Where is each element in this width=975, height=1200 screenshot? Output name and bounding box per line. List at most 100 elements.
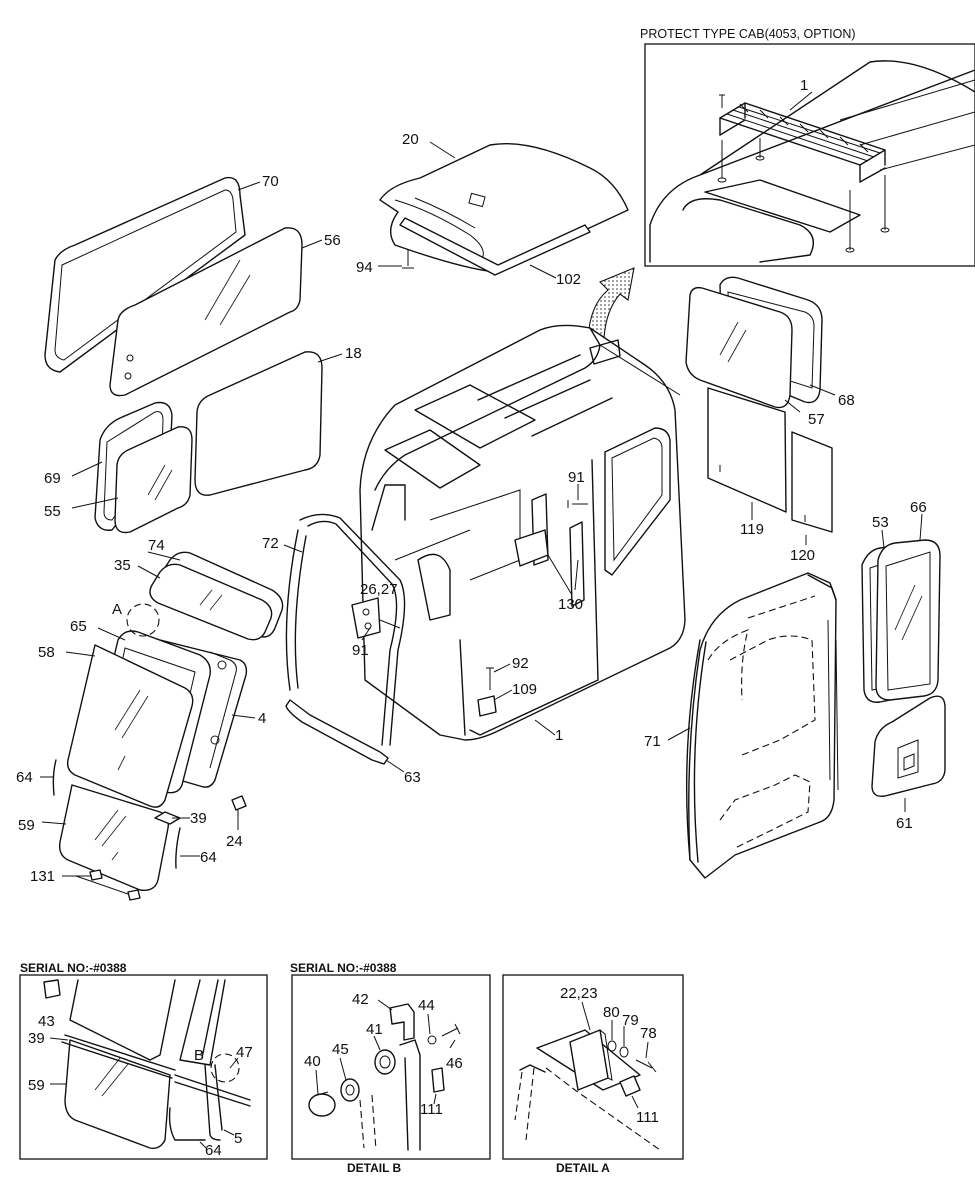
detail-a-marker: A: [112, 601, 122, 618]
callout-64-right: 64: [200, 849, 217, 866]
stopper-131-a: [89, 869, 103, 881]
callout-71: 71: [644, 733, 661, 750]
seals-72-63: 72 63: [262, 513, 421, 786]
washer-45: [340, 1078, 360, 1102]
serial-mid-title: SERIAL NO:-#0388: [290, 961, 397, 975]
glass-57: [685, 286, 793, 409]
detail-a-inset: 22,23 80 79 78 111 DETAIL A: [502, 974, 684, 1175]
glass-59-inset: [64, 1039, 171, 1150]
glass-58: [66, 644, 194, 808]
panel-119: [707, 387, 787, 513]
callout-130: 130: [558, 596, 583, 613]
roof-hatch: [414, 384, 536, 449]
callout-92: 92: [512, 655, 529, 672]
callout-131: 131: [30, 868, 55, 885]
callout-b46: 46: [446, 1055, 463, 1072]
callout-66: 66: [910, 499, 927, 516]
callout-a80: 80: [603, 1004, 620, 1021]
callout-a111: 111: [636, 1109, 659, 1126]
callout-20: 20: [402, 131, 419, 148]
protect-cab-inset: PROTECT TYPE CAB(4053, OPTION) 1: [640, 27, 975, 267]
callout-26-27: 26,27: [360, 581, 398, 598]
stopper-42: [389, 1003, 415, 1041]
stopper-131-b: [127, 889, 141, 901]
washer-80: [607, 1040, 617, 1052]
callout-58: 58: [38, 644, 55, 661]
callout-b111: 111: [420, 1101, 443, 1118]
callout-57: 57: [808, 411, 825, 428]
serial-inset-mid-detail-b: SERIAL NO:-#0388 42 44 46 41 45 40 111 D…: [290, 961, 491, 1175]
callout-91-upper: 91: [568, 469, 585, 486]
callout-protect-1: 1: [800, 77, 808, 94]
serial-left-frame: [19, 974, 268, 1160]
callout-s59: 59: [28, 1077, 45, 1094]
seal-63: [285, 699, 389, 765]
callout-24: 24: [226, 833, 243, 850]
callout-63: 63: [404, 769, 421, 786]
callout-1: 1: [555, 727, 563, 744]
callout-53: 53: [872, 514, 889, 531]
glass-55: [114, 426, 193, 534]
seal-72: [285, 513, 406, 746]
inset-pointer-arrow: [587, 267, 635, 339]
callout-a79: 79: [622, 1012, 639, 1029]
handle-130-b: [569, 521, 585, 607]
callout-4: 4: [258, 710, 266, 727]
callout-69: 69: [44, 470, 61, 487]
callout-b40: 40: [304, 1053, 321, 1070]
bracket-22-23: [569, 1029, 609, 1091]
cab-shell: [359, 324, 686, 741]
callout-59: 59: [18, 817, 35, 834]
callout-s43: 43: [38, 1013, 55, 1030]
callout-39: 39: [190, 810, 207, 827]
callout-70: 70: [262, 173, 279, 190]
washer-79: [619, 1046, 629, 1058]
glass-35: [149, 563, 273, 641]
callout-72: 72: [262, 535, 279, 552]
strip-39-inset: [61, 1034, 176, 1079]
protect-cab-roof-outline: [649, 60, 975, 263]
callout-s39: 39: [28, 1030, 45, 1047]
glass-18: [194, 351, 323, 496]
left-windows-group: 70 56 18 69 55: [44, 173, 362, 534]
stopper-111-a: [619, 1075, 641, 1097]
callout-94: 94: [356, 259, 373, 276]
callout-a22-23: 22,23: [560, 985, 598, 1002]
detail-b-frame: [291, 974, 491, 1160]
right-parts-group: 68 57 119 120 53 66 61 71: [644, 276, 946, 879]
stopper-111-b: [431, 1067, 445, 1093]
protect-cab-frame: [644, 43, 975, 267]
detail-b-caption: DETAIL B: [347, 1161, 402, 1175]
washer-44: [427, 1035, 437, 1045]
callout-61: 61: [896, 815, 913, 832]
callout-18: 18: [345, 345, 362, 362]
bracket-109: [477, 695, 497, 717]
callout-65: 65: [70, 618, 87, 635]
door-71: [688, 572, 837, 879]
strip-64-right: [175, 827, 181, 869]
glass-66: [875, 539, 941, 701]
callout-109: 109: [512, 681, 537, 698]
detail-b-marker: B: [194, 1047, 204, 1064]
callout-102: 102: [556, 271, 581, 288]
cushion-24: [231, 795, 247, 811]
roof-panel-group: 20 94 102: [356, 131, 629, 288]
pad-61: [871, 695, 946, 797]
detail-a-caption: DETAIL A: [556, 1161, 610, 1175]
serial-inset-left: SERIAL NO:-#0388 43 B 47 39 59 5 64: [19, 961, 268, 1160]
panel-120: [791, 431, 833, 533]
callout-35: 35: [114, 557, 131, 574]
callout-120: 120: [790, 547, 815, 564]
front-windows-group: 74 35 4 65 A 58 59 64 64 39: [16, 537, 284, 901]
protect-cab-title: PROTECT TYPE CAB(4053, OPTION): [640, 27, 856, 41]
callout-91-lower: 91: [352, 642, 369, 659]
ring-41: [374, 1049, 396, 1075]
callout-55: 55: [44, 503, 61, 520]
cab-body: 130 91 26,27 91 92 109 1: [351, 324, 686, 744]
callout-68: 68: [838, 392, 855, 409]
callout-s47: 47: [236, 1044, 253, 1061]
cushion-40: [308, 1093, 336, 1117]
serial-left-title: SERIAL NO:-#0388: [20, 961, 127, 975]
callout-64-left: 64: [16, 769, 33, 786]
